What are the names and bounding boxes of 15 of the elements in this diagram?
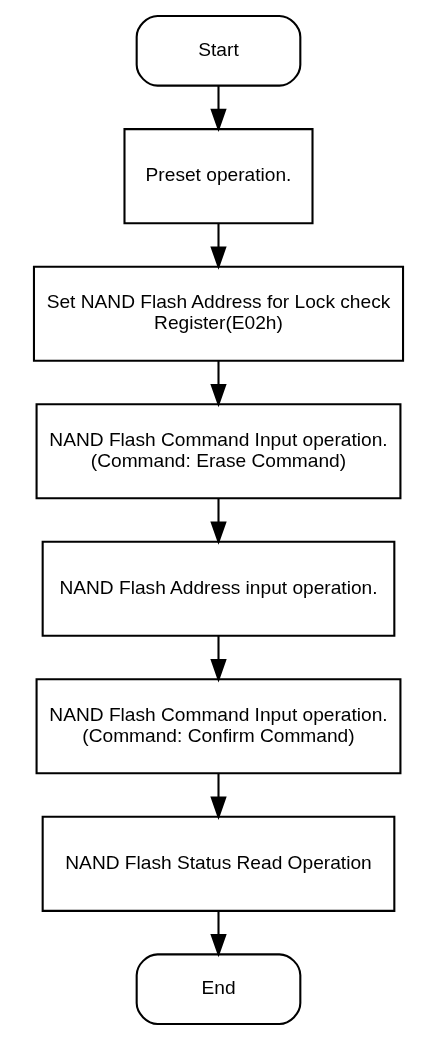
node-box: Start — [135, 14, 302, 87]
arrow — [210, 498, 227, 545]
node-box: End — [135, 953, 302, 1026]
node-box: Preset operation. — [123, 128, 314, 225]
node-box: Set NAND Flash Address for Lock check Register(E02h) — [32, 265, 405, 362]
node-box: NAND Flash Status Read Operation — [41, 815, 396, 912]
arrow — [210, 773, 227, 820]
node-box: NAND Flash Command Input operation. (Command: Confirm Command) — [35, 678, 402, 775]
arrow — [210, 360, 227, 408]
arrow — [210, 910, 227, 958]
node-box: NAND Flash Address input operation. — [41, 540, 396, 637]
arrow — [210, 85, 227, 132]
arrow — [210, 635, 227, 683]
node-box: NAND Flash Command Input operation. (Command: Erase Command) — [35, 403, 402, 500]
arrow — [210, 223, 227, 270]
